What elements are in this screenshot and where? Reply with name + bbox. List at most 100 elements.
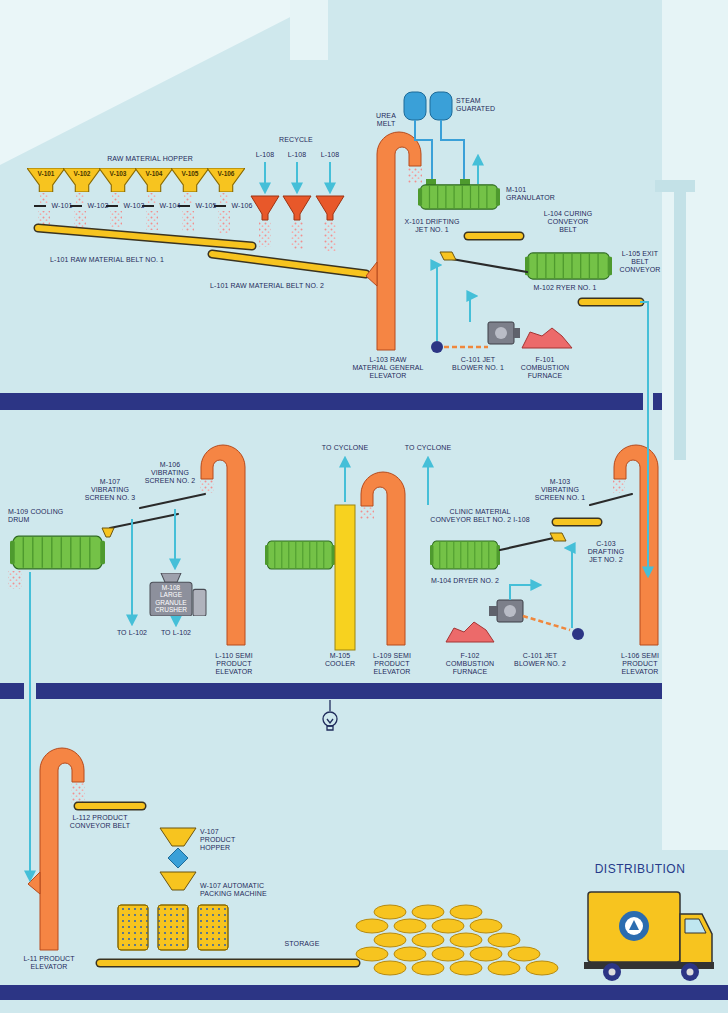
bucket-elevator — [614, 445, 658, 645]
delivery-truck — [680, 914, 712, 964]
product-bag — [118, 905, 228, 950]
delivery-truck — [681, 963, 699, 981]
material-grains — [291, 221, 303, 249]
equipment-tag: V-101 — [27, 170, 65, 177]
material-grains — [200, 480, 214, 493]
recycle-hopper — [251, 196, 344, 220]
material-grains — [324, 221, 336, 251]
steam-tank — [404, 92, 426, 120]
equipment-tag: V-104 — [135, 170, 173, 177]
sack-pile — [450, 905, 482, 919]
jet-blower — [514, 328, 520, 338]
sack-pile — [412, 905, 444, 919]
material-grains — [38, 211, 50, 225]
product-bag — [198, 905, 228, 950]
chute-screen — [590, 494, 632, 505]
flow-arrow — [437, 265, 440, 341]
part-label: W-105 — [191, 202, 221, 210]
conveyor-belt — [212, 254, 366, 274]
material-grains — [8, 167, 625, 803]
product-bag — [118, 905, 148, 950]
air-duct — [523, 616, 570, 630]
material-grains — [613, 480, 625, 493]
bucket-elevator — [377, 132, 421, 350]
floor-slab — [0, 985, 728, 1000]
delivery-truck — [619, 911, 649, 941]
part-label: M-103 VIBRATING SCREEN NO. 1 — [532, 478, 588, 502]
sack-pile — [412, 933, 444, 947]
rotary-drum — [426, 179, 436, 185]
recycle-hopper — [316, 196, 344, 220]
shape-outline — [63, 168, 101, 192]
combustion-furnace — [522, 328, 572, 348]
part-label: L-103 RAW MATERIAL GENERAL ELEVATOR — [351, 356, 425, 380]
rotary-drum — [418, 185, 500, 209]
part-label: L-106 SEMI PRODUCT ELEVATOR — [611, 652, 669, 676]
conveyor-belt — [78, 803, 142, 809]
sack-pile — [432, 919, 464, 933]
equipment-tag: V-103 — [99, 170, 137, 177]
delivery-truck — [609, 969, 616, 976]
material-grains — [184, 193, 192, 203]
shape-outline — [27, 168, 65, 192]
building-background — [655, 180, 695, 192]
part-label: W-101 — [47, 202, 77, 210]
sack-pile — [450, 961, 482, 975]
rotary-drum — [525, 253, 612, 279]
bucket-elevator — [28, 132, 658, 950]
drafting-jet — [102, 252, 566, 541]
part-label: STORAGE — [272, 940, 332, 948]
part-label: L-112 PRODUCT CONVEYOR BELT — [69, 814, 131, 830]
delivery-truck — [685, 919, 706, 933]
chute-screen — [500, 537, 558, 550]
part-label: M-107 VIBRATING SCREEN NO. 3 — [82, 478, 138, 502]
product-bag — [158, 905, 188, 950]
flow-arrow — [174, 509, 176, 568]
part-label: M-106 VIBRATING SCREEN NO. 2 — [142, 461, 198, 485]
flow-arrow — [427, 458, 429, 505]
part-label: RECYCLE — [266, 136, 326, 144]
chute-screen — [110, 514, 178, 528]
hopper-bin: V-102 — [63, 168, 101, 192]
part-label: L-108 — [251, 151, 279, 159]
sack-pile — [394, 947, 426, 961]
air-duct — [444, 346, 488, 349]
conveyor-belt — [556, 518, 598, 527]
part-label: C-101 JET BLOWER NO. 2 — [514, 652, 566, 668]
part-label: F-102 COMBUSTION FURNACE — [442, 652, 498, 676]
conveyor-belt — [556, 519, 598, 525]
shape-outline — [150, 582, 192, 616]
recycle-hopper — [283, 196, 311, 220]
flow-arrow — [470, 296, 476, 322]
conveyor-belt — [582, 298, 640, 307]
material-grains — [218, 211, 230, 233]
light-bulb — [329, 700, 330, 711]
conveyor-belt — [468, 233, 520, 239]
chute-screen — [446, 258, 527, 272]
part-label: CLINIC MATERIAL CONVEYOR BELT NO. 2 I-10… — [430, 508, 530, 524]
light-bulb — [327, 719, 333, 723]
product-hopper — [160, 872, 196, 890]
material-grains — [76, 193, 84, 203]
material-grains — [220, 193, 228, 203]
part-label: C-101 JET BLOWER NO. 1 — [452, 356, 504, 372]
conveyor-belt — [38, 228, 640, 963]
weigh-scale — [34, 205, 46, 207]
section-heading: DISTRIBUTION — [575, 862, 705, 876]
material-grains — [408, 167, 422, 183]
part-label: W-106 — [227, 202, 257, 210]
part-label: UREA MELT — [369, 112, 403, 128]
equipment-tag: V-105 — [171, 170, 209, 177]
part-label: C-103 DRAFTING JET NO. 2 — [581, 540, 631, 564]
sack-pile — [450, 933, 482, 947]
steam-tank — [430, 92, 452, 120]
sack-pile — [488, 933, 520, 947]
shape-outline — [171, 168, 209, 192]
part-label: M-109 COOLING DRUM — [8, 508, 72, 524]
flow-arrow — [131, 519, 133, 624]
bucket-elevator — [40, 748, 84, 950]
sack-pile — [394, 919, 426, 933]
flow-arrow — [30, 156, 648, 880]
